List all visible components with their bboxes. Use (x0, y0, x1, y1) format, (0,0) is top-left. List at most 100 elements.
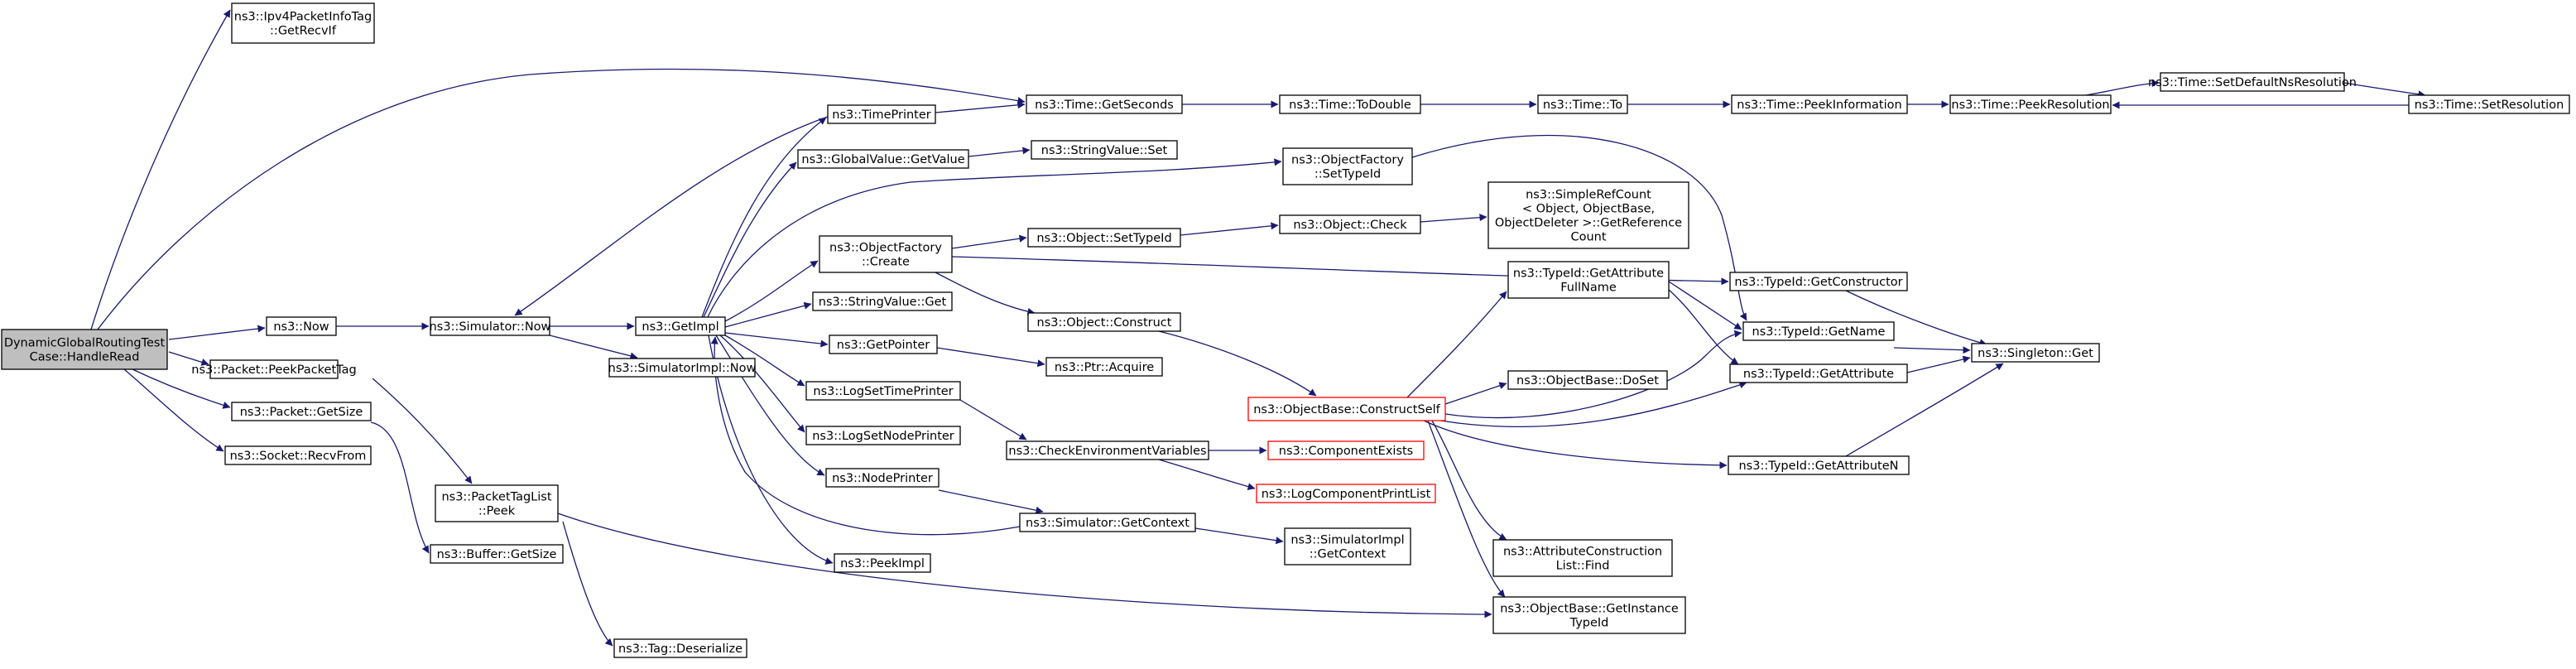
node-nodeprinter[interactable]: ns3::NodePrinter (825, 468, 940, 488)
node-box[interactable] (1492, 596, 1686, 634)
node-svget[interactable]: ns3::StringValue::Get (812, 291, 953, 311)
node-objcheck[interactable]: ns3::Object::Check (1279, 214, 1421, 234)
node-box[interactable] (1267, 440, 1425, 460)
node-getpointer[interactable]: ns3::GetPointer (829, 334, 938, 354)
node-getconstructor[interactable]: ns3::TypeId::GetConstructor (1729, 272, 1908, 291)
node-box[interactable] (231, 2, 375, 44)
node-box[interactable] (1031, 140, 1178, 160)
node-simimplnow[interactable]: ns3::SimulatorImpl::Now (608, 358, 757, 378)
node-checkenv[interactable]: ns3::CheckEnvironmentVariables (1006, 440, 1209, 460)
node-box[interactable] (1006, 440, 1209, 460)
node-box[interactable] (829, 334, 938, 354)
node-getimpl[interactable]: ns3::GetImpl (635, 316, 726, 336)
node-box[interactable] (805, 381, 961, 401)
node-box[interactable] (224, 445, 372, 465)
node-ipv4[interactable]: ns3::Ipv4PacketInfoTag::GetRecvIf (231, 2, 375, 44)
node-ofsettypeid[interactable]: ns3::ObjectFactory::SetTypeId (1282, 147, 1413, 185)
node-box[interactable] (1949, 94, 2112, 114)
node-simnow[interactable]: ns3::Simulator::Now (430, 316, 551, 336)
node-logprintlist[interactable]: ns3::LogComponentPrintList (1256, 484, 1436, 503)
node-timeto[interactable]: ns3::Time::To (1537, 94, 1628, 114)
node-box[interactable] (1729, 272, 1908, 291)
node-box[interactable] (805, 426, 961, 445)
node-ptracquire[interactable]: ns3::Ptr::Acquire (1045, 357, 1163, 377)
node-recvfrom[interactable]: ns3::Socket::RecvFrom (224, 445, 372, 465)
node-box[interactable] (1728, 455, 1910, 475)
node-box[interactable] (1045, 357, 1163, 377)
node-simplerefcount[interactable]: ns3::SimpleRefCount< Object, ObjectBase,… (1487, 181, 1689, 249)
node-box[interactable] (608, 358, 756, 378)
node-box[interactable] (1026, 94, 1183, 114)
node-box[interactable] (1971, 343, 2100, 363)
node-box[interactable] (1284, 527, 1411, 566)
node-box[interactable] (1507, 370, 1668, 390)
node-box[interactable] (1256, 484, 1436, 503)
node-constructself[interactable]: ns3::ObjectBase::ConstructSelf (1247, 397, 1446, 421)
node-objconstruct[interactable]: ns3::Object::Construct (1027, 312, 1181, 332)
node-box[interactable] (1487, 181, 1689, 249)
node-setres[interactable]: ns3::Time::SetResolution (2408, 94, 2570, 114)
node-box[interactable] (1279, 214, 1421, 234)
node-getseconds[interactable]: ns3::Time::GetSeconds (1026, 94, 1183, 114)
node-box[interactable] (812, 291, 953, 311)
node-box[interactable] (635, 316, 726, 336)
node-singleton[interactable]: ns3::Singleton::Get (1971, 343, 2100, 363)
node-box[interactable] (430, 316, 550, 336)
node-box[interactable] (1537, 94, 1628, 114)
node-getattribute[interactable]: ns3::TypeId::GetAttribute (1729, 363, 1908, 383)
node-box[interactable] (797, 149, 969, 169)
node-peekres[interactable]: ns3::Time::PeekResolution (1949, 94, 2112, 114)
node-getname[interactable]: ns3::TypeId::GetName (1742, 321, 1895, 341)
node-box[interactable] (1279, 94, 1421, 114)
node-box[interactable] (1731, 94, 1908, 114)
node-logsettime[interactable]: ns3::LogSetTimePrinter (805, 381, 961, 401)
node-getattributen[interactable]: ns3::TypeId::GetAttributeN (1728, 455, 1910, 475)
node-peekimpl[interactable]: ns3::PeekImpl (834, 553, 931, 573)
node-box[interactable] (819, 235, 953, 273)
node-gvgetvalue[interactable]: ns3::GlobalValue::GetValue (797, 149, 969, 169)
node-box[interactable] (2160, 72, 2345, 92)
node-objsettypeid[interactable]: ns3::Object::SetTypeId (1027, 228, 1181, 248)
node-box[interactable] (1027, 228, 1181, 248)
node-box[interactable] (827, 104, 936, 124)
node-box[interactable] (834, 553, 931, 573)
node-timeprinter[interactable]: ns3::TimePrinter (827, 104, 936, 124)
node-doset[interactable]: ns3::ObjectBase::DoSet (1507, 370, 1668, 390)
node-box[interactable] (1507, 261, 1670, 299)
node-simimplgetctx[interactable]: ns3::SimulatorImpl::GetContext (1284, 527, 1411, 566)
node-peekpackettag[interactable]: ns3::Packet::PeekPacketTag (191, 359, 357, 379)
node-tagpeek[interactable]: ns3::PacketTagList::Peek (435, 484, 559, 522)
node-simgetctx[interactable]: ns3::Simulator::GetContext (1019, 513, 1196, 532)
node-box[interactable] (209, 359, 339, 379)
node-tagdeser[interactable]: ns3::Tag::Deserialize (613, 638, 747, 658)
node-box[interactable] (430, 544, 564, 564)
node-box[interactable] (1, 329, 168, 370)
node-buffergetsize[interactable]: ns3::Buffer::GetSize (430, 544, 564, 564)
node-box[interactable] (1027, 312, 1181, 332)
node-logsetnode[interactable]: ns3::LogSetNodePrinter (805, 426, 961, 445)
node-box[interactable] (266, 316, 337, 336)
node-box[interactable] (1282, 147, 1413, 185)
node-todouble[interactable]: ns3::Time::ToDouble (1279, 94, 1421, 114)
node-box[interactable] (2408, 94, 2570, 114)
node-box[interactable] (1247, 397, 1446, 421)
node-peekinfo[interactable]: ns3::Time::PeekInformation (1731, 94, 1908, 114)
node-box[interactable] (825, 468, 940, 488)
node-setdefaultres[interactable]: ns3::Time::SetDefaultNsResolution (2148, 72, 2357, 92)
node-box[interactable] (231, 402, 372, 421)
node-box[interactable] (1019, 513, 1196, 532)
node-box[interactable] (613, 638, 747, 658)
node-now[interactable]: ns3::Now (266, 316, 337, 336)
node-svset[interactable]: ns3::StringValue::Set (1031, 140, 1178, 160)
node-ofcreate[interactable]: ns3::ObjectFactory::Create (819, 235, 953, 273)
node-box[interactable] (1492, 539, 1673, 577)
node-packetgetsize[interactable]: ns3::Packet::GetSize (231, 402, 372, 421)
node-box[interactable] (1729, 363, 1908, 383)
node-compexists[interactable]: ns3::ComponentExists (1267, 440, 1425, 460)
node-box[interactable] (435, 484, 559, 522)
node-box[interactable] (1742, 321, 1895, 341)
